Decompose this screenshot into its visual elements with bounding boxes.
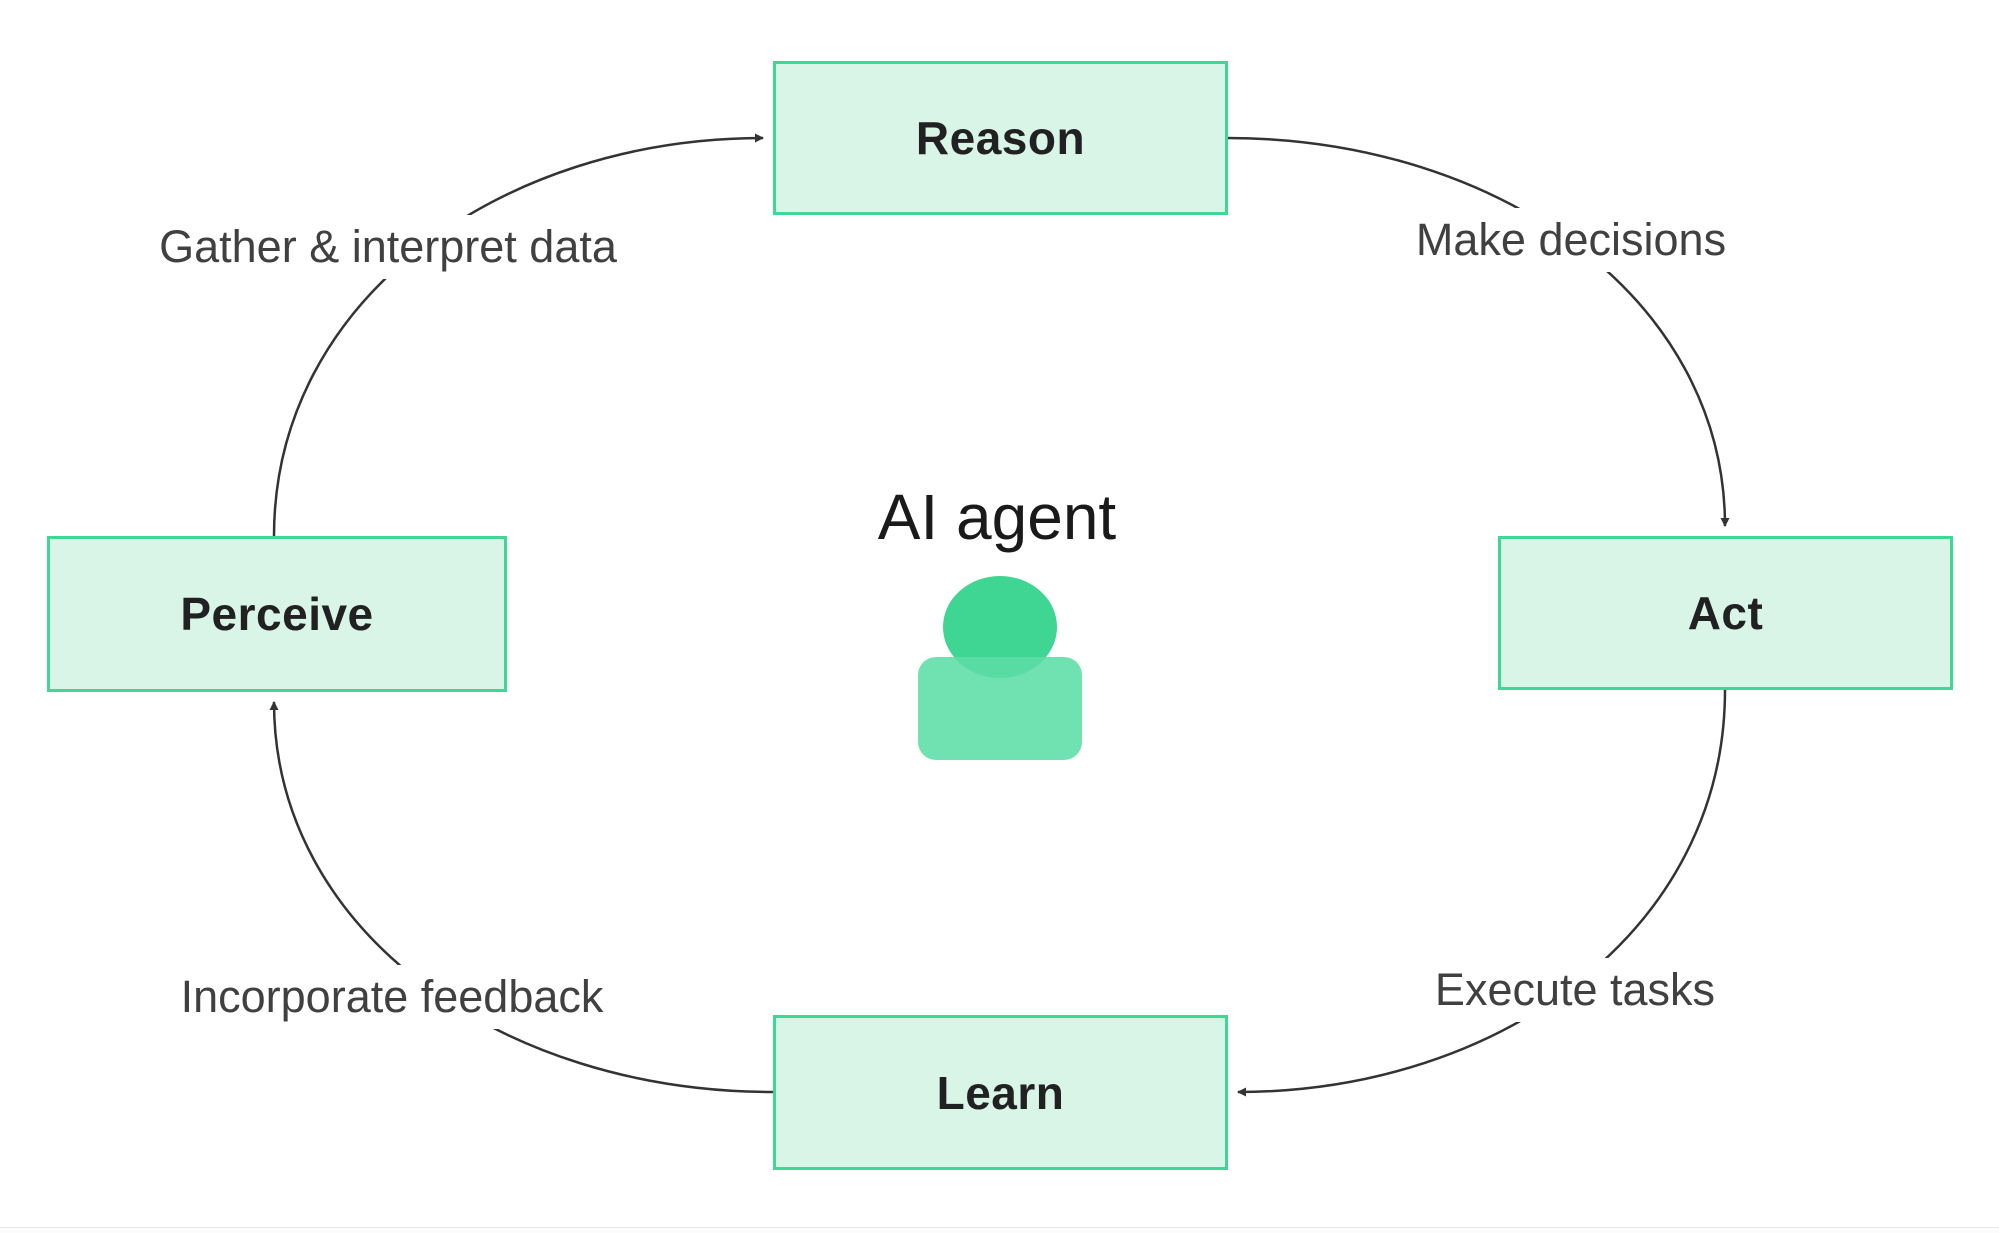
edge-label-make-decisions: Make decisions [1401, 208, 1741, 272]
bottom-hairline [0, 1227, 1999, 1233]
node-learn: Learn [773, 1015, 1228, 1170]
edge-perceive-to-reason [272, 133, 764, 537]
edge-learn-to-perceive [269, 701, 774, 1094]
center-title: AI agent [877, 481, 1117, 553]
node-perceive-label: Perceive [180, 588, 374, 640]
node-reason: Reason [773, 61, 1228, 215]
node-act-label: Act [1687, 587, 1764, 639]
edge-label-execute-tasks: Execute tasks [1420, 958, 1730, 1022]
person-body [918, 657, 1082, 760]
person-icon [918, 576, 1082, 760]
person-head [943, 576, 1057, 678]
edge-reason-to-act [1226, 136, 1730, 527]
edge-act-to-learn [1237, 689, 1727, 1097]
node-act: Act [1498, 536, 1953, 690]
node-learn-label: Learn [936, 1066, 1065, 1119]
edge-label-gather-interpret-data: Gather & interpret data [145, 215, 631, 279]
node-reason-label: Reason [915, 112, 1086, 164]
edge-label-incorporate-feedback: Incorporate feedback [166, 965, 618, 1029]
node-perceive: Perceive [47, 536, 507, 692]
